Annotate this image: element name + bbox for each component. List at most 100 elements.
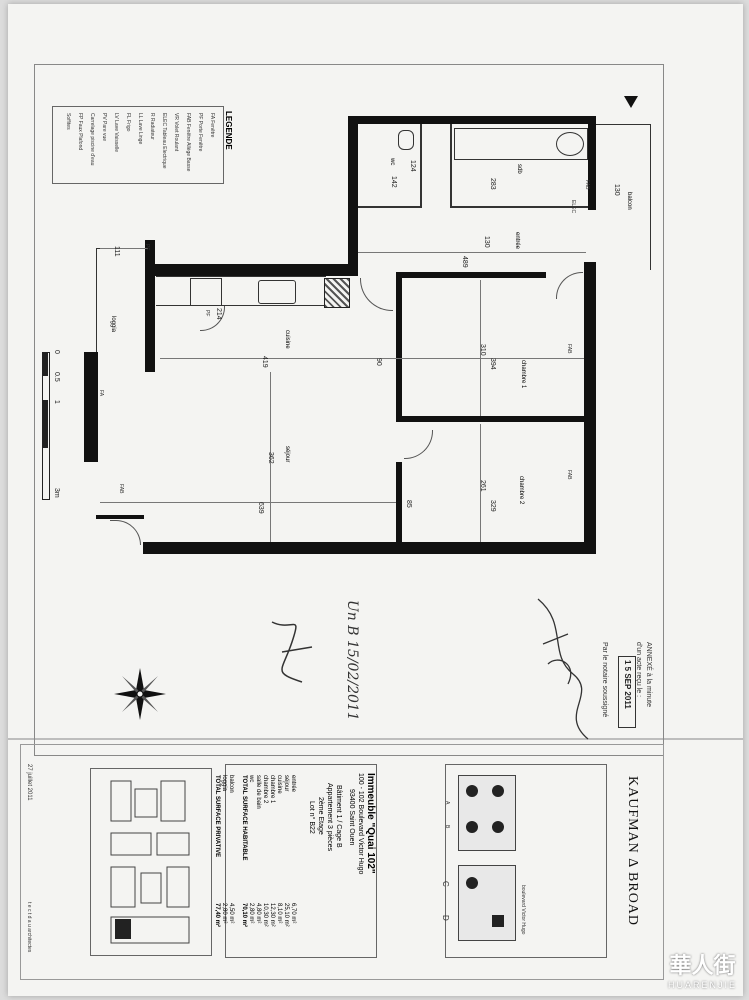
stamp-line1: ANNEXÉ à la minute — [645, 642, 652, 707]
dim-130-balcon: 130 — [613, 184, 620, 196]
surface-value: 12,30 m² — [269, 903, 275, 927]
wall-wc-sdb — [420, 124, 422, 208]
watermark-cn: 華人街 — [669, 954, 736, 979]
site-plan — [90, 768, 212, 956]
room-label-wc: wc — [389, 158, 395, 166]
scale-label-0: 0 — [53, 350, 60, 354]
title-block-frame — [20, 744, 664, 980]
label-fab-chambre1: FAB — [566, 344, 572, 354]
handwritten-date: Un B 15/02/2011 — [344, 600, 360, 721]
surface-value: 25,10 m² — [283, 903, 289, 927]
key-plan-dot-3 — [492, 785, 504, 797]
paper-fold — [8, 738, 743, 740]
room-label-cuisine: cuisine — [284, 330, 290, 349]
label-fab-sejour: FAB — [118, 484, 124, 494]
surface-value: 4,80 m² — [255, 903, 261, 924]
legend-item: ELEC Tableau Electrique — [161, 113, 167, 169]
wall-sdb-left — [450, 124, 452, 208]
batiment: Bâtiment 1 / Cage B — [335, 785, 342, 848]
surface-value: 2,80 m² — [221, 903, 227, 924]
street-label: boulevard Victor Hugo — [520, 885, 526, 935]
wall-loggia-right — [145, 240, 155, 372]
dim-639: 639 — [257, 502, 264, 514]
wall-chambres-divider — [396, 416, 586, 422]
room-label-balcon: balcon — [626, 192, 632, 210]
dim-489: 489 — [461, 256, 468, 268]
key-plan-letter-d: D — [441, 915, 450, 921]
stamp-line2: d'un acte reçu le : — [635, 642, 642, 698]
key-plan-dot-1 — [466, 785, 478, 797]
dim-142: 142 — [390, 176, 397, 188]
etage: 2ème Etage — [317, 797, 324, 835]
surface-value: 77,40 m² — [214, 903, 220, 928]
address-line2: 93400 Saint Ouen — [348, 789, 355, 846]
legend-item: Soffites — [65, 113, 71, 130]
apartment-info: Immeuble "Quai 102" 100 - 102 Boulevard … — [214, 764, 377, 958]
legend-item: PF Porte Fenêtre — [197, 113, 203, 152]
legend-title: LEGENDE — [224, 111, 233, 150]
building-name: Immeuble "Quai 102" — [365, 773, 376, 874]
lot-number: Lot n° B22 — [308, 801, 315, 834]
dim-130-entree: 130 — [483, 236, 490, 248]
plan-frame — [34, 64, 664, 756]
key-plan-block-cd — [458, 865, 516, 941]
legend-item: FA Fenêtre — [209, 113, 215, 138]
kitchen-counter-front — [156, 305, 326, 306]
surface-label: chambre 1 — [269, 775, 275, 804]
key-plan-letter-a: A — [444, 801, 450, 805]
key-plan: A B C D boulevard Victor Hugo — [441, 764, 607, 958]
scale-label-05: 0.5 — [53, 372, 60, 382]
room-label-entree: entrée — [514, 232, 520, 250]
surface-label: chambre 2 — [262, 775, 268, 804]
dimension-line-h1 — [160, 358, 584, 359]
watermark: 華人街 HUARENJIE — [668, 948, 737, 990]
wall-chambre1-left — [396, 272, 402, 420]
legend-item: Carrelage piscine d'eau — [89, 113, 95, 166]
room-label-loggia: loggia — [110, 316, 116, 333]
site-plan-drawing — [110, 780, 190, 944]
surface-value: 4,50 m² — [228, 903, 234, 924]
wall-sdb-bottom — [452, 206, 588, 208]
cooktop — [190, 278, 222, 306]
stamp-date-box — [618, 656, 636, 728]
bathtub — [454, 128, 588, 160]
label-pf-kitchen: PF — [204, 310, 210, 317]
surface-value: 6,70 m² — [290, 903, 296, 924]
dimension-line-v1 — [270, 372, 271, 542]
legend-item: LL Lave Linge — [137, 113, 143, 145]
key-plan-dot-2 — [466, 821, 478, 833]
legend-item: VR Volet Roulant — [173, 113, 179, 152]
balcon-edge-right — [650, 124, 651, 270]
surface-label: salle de bain — [255, 775, 261, 809]
surface-value: 10,30 m² — [262, 903, 268, 927]
surface-label: wc — [248, 775, 254, 783]
legend-item: PV Pare vue — [101, 113, 107, 142]
surface-label: TOTAL SURFACE HABITABLE — [241, 775, 247, 861]
surface-label: séjour — [283, 775, 289, 792]
label-fab-chambre2: FAB — [566, 470, 572, 480]
scale-bar-segment-2 — [42, 400, 48, 448]
label-fab-sdb: FAB — [584, 180, 590, 190]
north-arrow-icon — [624, 96, 638, 108]
balcon-edge-top — [596, 124, 650, 125]
surface-label: loggia — [221, 775, 227, 792]
scale-bar-segment-1 — [42, 352, 48, 376]
dim-419: 419 — [261, 356, 268, 368]
plan-sheet — [8, 4, 743, 996]
wall-top — [348, 116, 596, 124]
surface-value: 70,10 m² — [241, 903, 247, 928]
key-plan-letter-b: B — [444, 825, 450, 829]
wall-wc-left — [348, 116, 358, 276]
dim-283: 283 — [489, 178, 496, 190]
wall-chambre1-top — [396, 272, 546, 278]
brand-name: KAUFMAN Δ BROAD — [625, 776, 640, 927]
legend-item: LV Lave Vaisselle — [113, 113, 119, 153]
legend-item: R Radiateur — [149, 113, 155, 140]
legend-item: FP Faux Plafond — [77, 113, 83, 151]
room-label-chambre2: chambre 2 — [518, 476, 524, 505]
dim-261: 261 — [479, 480, 486, 492]
room-label-elec: ELEC — [570, 200, 576, 214]
dim-214: 214 — [215, 308, 222, 320]
footer-date: 27 juillet 2011 — [26, 764, 32, 801]
kitchen-sink — [258, 280, 296, 304]
